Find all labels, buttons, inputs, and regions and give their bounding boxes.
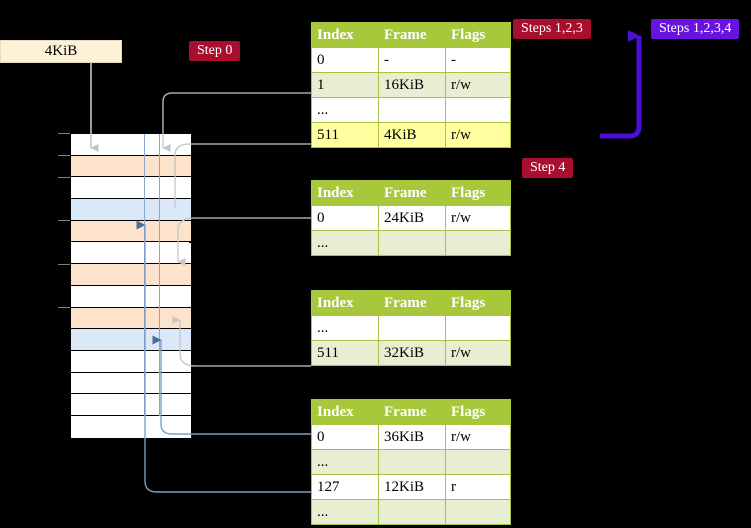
memory-tick [58,264,70,265]
column-header-index: Index [311,180,379,206]
cell-flags: r/w [445,72,511,98]
memory-grid-divider [159,134,160,416]
badge-steps-123-text: Steps 1,2,3 [521,21,583,36]
page-table-pml4: Index Frame Flags 0 - - 1 16KiB r/w ... … [311,22,511,148]
memory-row [71,285,191,308]
physical-memory-grid [70,133,191,438]
table-row: ... [311,97,511,123]
cell-frame [378,230,446,256]
column-header-flags: Flags [445,180,511,206]
table-row: 127 12KiB r [311,474,511,500]
table-row: ... [311,315,511,341]
badge-step-0: Step 0 [189,41,241,62]
page-table-pt: Index Frame Flags 0 36KiB r/w ... 127 12… [311,399,511,525]
cell-index: 0 [311,424,379,450]
memory-row [71,351,191,373]
cell-frame [378,449,446,475]
table-row: ... [311,230,511,256]
cell-index: 0 [311,205,379,231]
cell-flags: r/w [445,424,511,450]
memory-tick [58,220,70,221]
cell-frame [378,315,446,341]
cell-index: 511 [311,340,379,366]
cell-frame: 16KiB [378,72,446,98]
memory-row [71,134,191,156]
cell-flags [445,449,511,475]
column-header-flags: Flags [445,22,511,48]
column-header-index: Index [311,290,379,316]
cell-index: ... [311,230,379,256]
memory-size-label: 4KiB [0,40,122,63]
column-header-index: Index [311,399,379,425]
table-row: 511 4KiB r/w [311,122,511,148]
memory-row [71,264,191,286]
cell-frame [378,499,446,525]
memory-row [71,199,191,221]
column-header-flags: Flags [445,290,511,316]
table-row: 0 - - [311,47,511,73]
table-row: 511 32KiB r/w [311,340,511,366]
badge-steps-123: Steps 1,2,3 [513,19,591,40]
memory-row [71,220,191,243]
table-row: 1 16KiB r/w [311,72,511,98]
cell-index: 511 [311,122,379,148]
memory-row [71,307,191,330]
memory-tick [58,307,70,308]
cell-flags: r/w [445,340,511,366]
memory-row [71,177,191,200]
memory-row [71,372,191,395]
memory-row [71,394,191,417]
column-header-frame: Frame [378,180,446,206]
memory-row [71,329,191,351]
cell-flags [445,97,511,123]
cell-index: 127 [311,474,379,500]
cell-frame: - [378,47,446,73]
memory-tick [58,133,70,134]
cell-flags: r/w [445,122,511,148]
table-row: ... [311,499,511,525]
page-table-pdpt: Index Frame Flags 0 24KiB r/w ... [311,180,511,256]
memory-tick [58,177,70,178]
arrow-steps-1234 [600,30,642,139]
badge-step-0-text: Step 0 [197,43,233,58]
cell-index: ... [311,97,379,123]
cell-flags: r [445,474,511,500]
cell-frame: 32KiB [378,340,446,366]
badge-step-4: Step 4 [522,158,574,179]
cell-flags: r/w [445,205,511,231]
column-header-frame: Frame [378,399,446,425]
badge-steps-1234-text: Steps 1,2,3,4 [659,21,732,36]
memory-tick [58,155,70,156]
cell-frame: 36KiB [378,424,446,450]
memory-row [71,242,191,265]
memory-size-label-text: 4KiB [44,43,78,60]
cell-flags [445,315,511,341]
table-row: 0 24KiB r/w [311,205,511,231]
cell-index: ... [311,315,379,341]
cell-index: 1 [311,72,379,98]
cell-frame [378,97,446,123]
cell-index: ... [311,449,379,475]
badge-step-4-text: Step 4 [530,160,566,175]
cell-frame: 12KiB [378,474,446,500]
badge-steps-1234: Steps 1,2,3,4 [651,19,740,40]
page-table-pd: Index Frame Flags ... 511 32KiB r/w [311,290,511,366]
cell-index: ... [311,499,379,525]
column-header-index: Index [311,22,379,48]
memory-row [71,416,191,438]
column-header-frame: Frame [378,22,446,48]
memory-grid-divider [144,134,145,416]
column-header-flags: Flags [445,399,511,425]
cell-flags [445,499,511,525]
table-row: ... [311,449,511,475]
cell-flags: - [445,47,511,73]
table-row: 0 36KiB r/w [311,424,511,450]
cell-frame: 24KiB [378,205,446,231]
cell-frame: 4KiB [378,122,446,148]
cell-flags [445,230,511,256]
cell-index: 0 [311,47,379,73]
memory-row [71,155,191,178]
column-header-frame: Frame [378,290,446,316]
